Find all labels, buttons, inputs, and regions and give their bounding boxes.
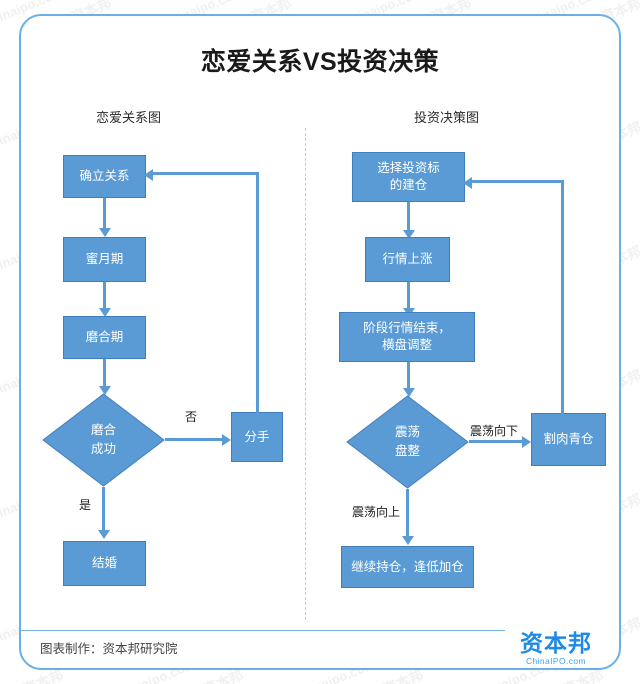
right-arrowhead-decision-hold (401, 536, 414, 545)
diamond-shape (346, 395, 469, 489)
left-edge-n1-n2 (103, 198, 106, 232)
right-node-hold-and-add[interactable]: 继续持仓，逢低加仓 (341, 546, 474, 588)
left-node-honeymoon[interactable]: 蜜月期 (63, 237, 146, 282)
right-arrowhead-n3-decision (402, 388, 415, 397)
right-decision-label: 震荡 盘整 (394, 425, 420, 458)
right-edge-decision-hold (406, 489, 409, 540)
right-edge-label-up: 震荡向上 (352, 505, 401, 519)
page-title: 恋爱关系VS投资决策 (200, 48, 440, 76)
right-edge-n1-n2 (407, 202, 410, 234)
right-edge-n2-n3 (407, 282, 410, 312)
left-node-marriage[interactable]: 结婚 (63, 541, 146, 586)
column-divider (305, 128, 306, 620)
left-edge-decision-marry (102, 487, 105, 534)
right-loopback-horizontal (471, 180, 563, 183)
footer-credit: 图表制作：资本邦研究院 (40, 642, 178, 656)
left-node-establish-relationship[interactable]: 确立关系 (63, 155, 146, 198)
left-arrowhead-n1-n2 (98, 228, 111, 237)
right-node-market-rises[interactable]: 行情上涨 (365, 237, 450, 282)
right-edge-label-down: 震荡向下 (470, 424, 519, 438)
left-node-adjustment-period[interactable]: 磨合期 (63, 316, 146, 359)
brand-logo: 资本邦 ChinaIPO.com (508, 631, 604, 667)
left-edge-n3-decision (103, 359, 106, 390)
footer-divider-line (20, 630, 505, 631)
left-arrowhead-decision-breakup (222, 433, 231, 446)
right-decision-oscillation-consolidation[interactable]: 震荡 盘整 (346, 395, 469, 489)
left-arrowhead-n3-decision (98, 386, 111, 395)
left-decision-label: 磨合 成功 (90, 423, 116, 456)
right-loopback-vertical (561, 180, 564, 414)
right-node-pick-target-open-position[interactable]: 选择投资标 的建仓 (352, 152, 465, 202)
left-arrowhead-decision-marry (97, 530, 110, 539)
left-node-breakup[interactable]: 分手 (231, 412, 283, 462)
left-edge-decision-breakup (165, 438, 225, 441)
left-loopback-horizontal (152, 172, 258, 175)
left-edge-label-yes: 是 (79, 498, 92, 512)
left-edge-n2-n3 (103, 282, 106, 312)
right-node-cut-loss-clear-position[interactable]: 割肉青仓 (531, 413, 606, 466)
brand-logo-en: ChinaIPO.com (525, 656, 587, 666)
right-edge-n3-decision (407, 362, 410, 392)
left-column-subtitle: 恋爱关系图 (96, 110, 162, 125)
right-edge-decision-cutloss (469, 440, 525, 443)
right-column-subtitle: 投资决策图 (414, 110, 480, 125)
diamond-shape (42, 393, 165, 487)
right-node-phase-end-sideways[interactable]: 阶段行情结束， 横盘调整 (339, 312, 475, 362)
left-arrowhead-n2-n3 (98, 308, 111, 317)
brand-logo-cn: 资本邦 (520, 630, 592, 656)
left-loopback-vertical (255, 172, 259, 413)
left-decision-adjust-success[interactable]: 磨合 成功 (42, 393, 165, 487)
right-arrowhead-decision-cutloss (522, 435, 531, 448)
right-loopback-arrowhead (463, 177, 472, 189)
left-loopback-arrowhead (144, 169, 153, 181)
right-arrowhead-n1-n2 (402, 230, 415, 239)
left-edge-label-no: 否 (185, 410, 198, 424)
